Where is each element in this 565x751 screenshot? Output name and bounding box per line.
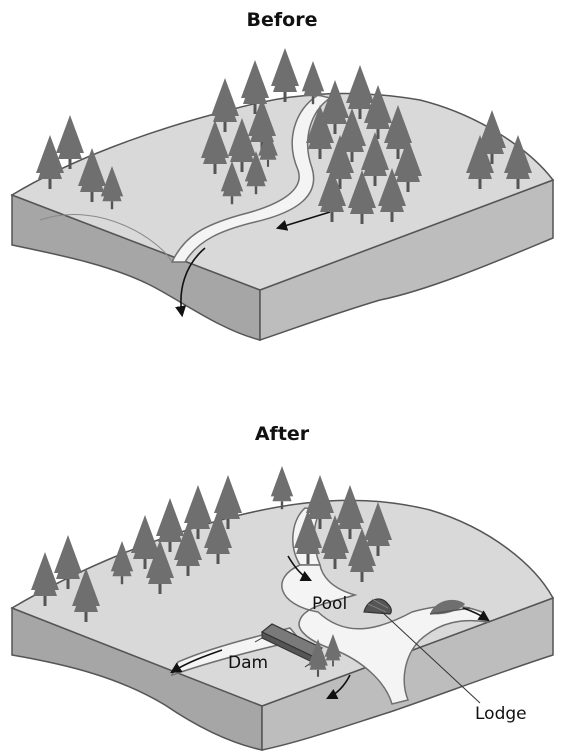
after-land-left-face bbox=[11, 606, 263, 751]
pine-tree-icon bbox=[54, 535, 82, 589]
pine-tree-icon bbox=[146, 540, 174, 594]
pine-tree-icon bbox=[56, 115, 84, 169]
dam-label: Dam bbox=[228, 653, 268, 673]
pine-tree-icon bbox=[466, 135, 494, 189]
before-hill-edge bbox=[39, 214, 173, 263]
after-panel: After bbox=[10, 423, 555, 751]
before-title: Before bbox=[247, 9, 318, 31]
after-flow-arrow-outlet bbox=[170, 649, 223, 674]
pine-tree-icon bbox=[348, 528, 376, 582]
pine-tree-icon bbox=[301, 61, 325, 105]
pine-tree-icon bbox=[321, 80, 349, 134]
pine-tree-icon bbox=[324, 634, 342, 667]
lodge-label: Lodge bbox=[475, 704, 527, 724]
pine-tree-icon bbox=[131, 515, 159, 569]
pine-tree-icon bbox=[364, 502, 392, 556]
pine-tree-icon bbox=[306, 105, 334, 159]
before-flow-arrow-outlet bbox=[175, 247, 206, 318]
after-flow-arrow-inlet bbox=[287, 555, 313, 582]
pine-tree-icon bbox=[174, 522, 202, 576]
pine-tree-icon bbox=[361, 132, 389, 186]
pine-tree-icon bbox=[31, 552, 59, 606]
after-flow-arrow-right bbox=[462, 607, 490, 622]
pine-tree-icon bbox=[72, 568, 100, 622]
before-land-top bbox=[10, 92, 555, 291]
before-stream bbox=[170, 94, 332, 263]
pine-tree-icon bbox=[478, 110, 506, 164]
before-panel: Before bbox=[10, 9, 555, 342]
fallen-tree-icon bbox=[429, 599, 471, 615]
pine-tree-icon bbox=[220, 161, 244, 205]
pine-tree-icon bbox=[384, 105, 412, 159]
pine-tree-icon bbox=[204, 510, 232, 564]
after-pool bbox=[281, 564, 490, 705]
pine-tree-icon bbox=[201, 120, 229, 174]
pine-tree-icon bbox=[348, 170, 376, 224]
pine-tree-icon bbox=[504, 135, 532, 189]
pine-tree-icon bbox=[294, 510, 322, 564]
pine-tree-icon bbox=[308, 639, 328, 677]
lodge-leader-line bbox=[381, 611, 481, 704]
pine-tree-icon bbox=[214, 475, 242, 529]
pine-tree-icon bbox=[318, 168, 346, 222]
pine-tree-icon bbox=[270, 466, 294, 510]
pine-tree-icon bbox=[241, 60, 269, 114]
log-dam-icon bbox=[254, 623, 324, 668]
pine-tree-icon bbox=[326, 135, 354, 189]
before-land-right-face bbox=[259, 178, 554, 342]
beaver-lodge-icon bbox=[363, 598, 392, 615]
pine-tree-icon bbox=[156, 498, 184, 552]
pine-tree-icon bbox=[244, 151, 268, 195]
pine-tree-icon bbox=[321, 515, 349, 569]
before-flow-arrow-stream bbox=[275, 211, 331, 231]
after-trees bbox=[31, 466, 392, 677]
pine-tree-icon bbox=[211, 78, 239, 132]
pine-tree-icon bbox=[110, 541, 134, 585]
pine-tree-icon bbox=[100, 166, 124, 210]
after-title: After bbox=[255, 423, 310, 445]
after-land-right-face bbox=[261, 596, 554, 751]
pine-tree-icon bbox=[378, 168, 406, 222]
pine-tree-icon bbox=[184, 485, 212, 539]
pine-tree-icon bbox=[346, 65, 374, 119]
pool-label: Pool bbox=[312, 594, 347, 614]
pine-tree-icon bbox=[394, 138, 422, 192]
pine-tree-icon bbox=[364, 85, 392, 139]
pine-tree-icon bbox=[258, 129, 278, 167]
after-flow-arrow-lower bbox=[325, 674, 351, 700]
pine-tree-icon bbox=[228, 118, 256, 172]
pine-tree-icon bbox=[336, 485, 364, 539]
after-land-block bbox=[10, 499, 555, 751]
before-land-left-face bbox=[11, 193, 261, 341]
before-land-block bbox=[10, 92, 555, 342]
pine-tree-icon bbox=[36, 135, 64, 189]
pine-tree-icon bbox=[306, 475, 334, 529]
pine-tree-icon bbox=[78, 148, 106, 202]
pine-tree-icon bbox=[338, 108, 366, 162]
pine-tree-icon bbox=[271, 48, 299, 102]
before-trees bbox=[36, 48, 532, 224]
